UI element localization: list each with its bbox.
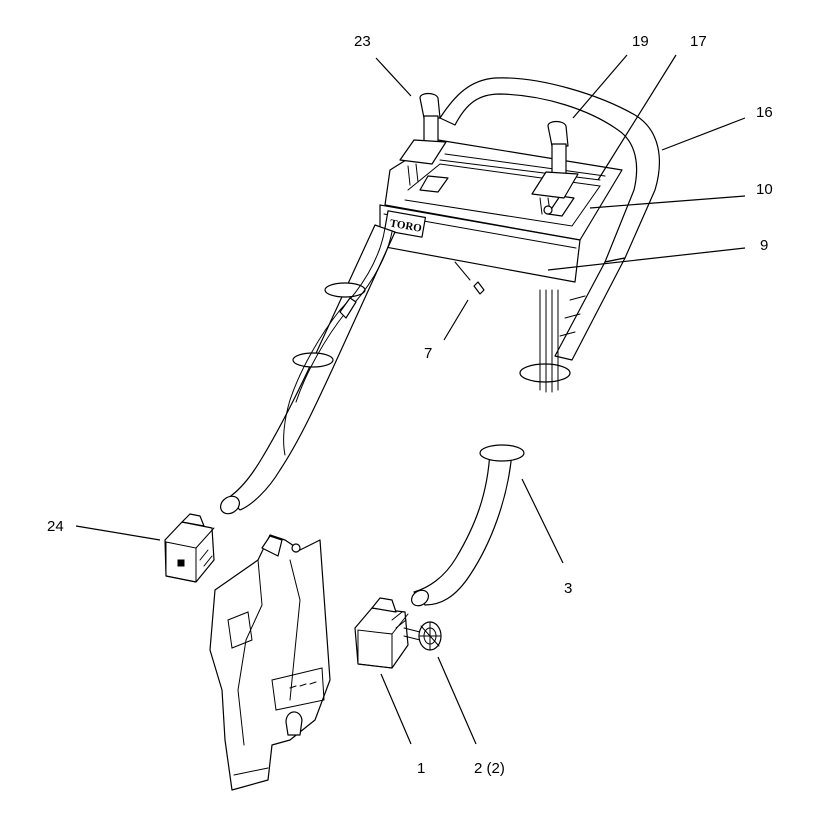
upper-handle-loop (439, 77, 660, 393)
lever-right (531, 120, 579, 215)
callout-2: 2 (2) (474, 760, 505, 777)
leader-lines (75, 54, 746, 745)
callout-24: 24 (47, 518, 64, 535)
callout-9: 9 (760, 237, 768, 254)
screw (454, 261, 485, 295)
callout-10: 10 (756, 181, 773, 198)
left-bracket (164, 513, 215, 583)
left-handle-tube (220, 224, 396, 515)
callout-3: 3 (564, 580, 572, 597)
callout-19: 19 (632, 33, 649, 50)
callouts: 23 19 17 16 10 9 7 24 3 1 2 (2) (47, 33, 773, 777)
toro-logo: TORO (389, 217, 423, 234)
callout-1: 1 (417, 760, 425, 777)
right-bracket (354, 597, 409, 669)
callout-17: 17 (690, 33, 707, 50)
right-handle-tube (411, 444, 525, 607)
adjustment-knob (403, 621, 442, 651)
callout-16: 16 (756, 104, 773, 121)
lever-left (399, 92, 447, 186)
callout-7: 7 (424, 345, 432, 362)
callout-23: 23 (354, 33, 371, 50)
grass-deflector (209, 534, 331, 791)
